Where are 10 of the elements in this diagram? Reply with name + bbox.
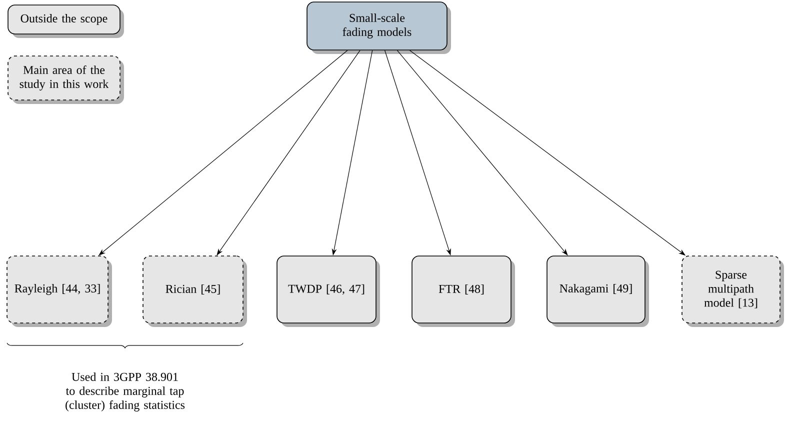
model-box: Nakagami [49]: [546, 256, 649, 327]
model-box: TWDP [46, 47]: [276, 256, 380, 327]
legend-box: Outside the scope: [8, 4, 124, 38]
model-box: FTR [48]: [412, 256, 515, 327]
model-box: Rayleigh [44, 33]: [6, 256, 112, 327]
root-box: Small-scale fading models: [306, 2, 451, 54]
brace-note: Used in 3GPP 38.901 to describe marginal tap (cluster) fading statistics: [66, 372, 185, 412]
model-box: Sparse multipath model [13]: [682, 256, 784, 327]
legend-box: Main area of the study in this work: [8, 56, 124, 104]
model-box: Rician [45]: [142, 256, 247, 327]
